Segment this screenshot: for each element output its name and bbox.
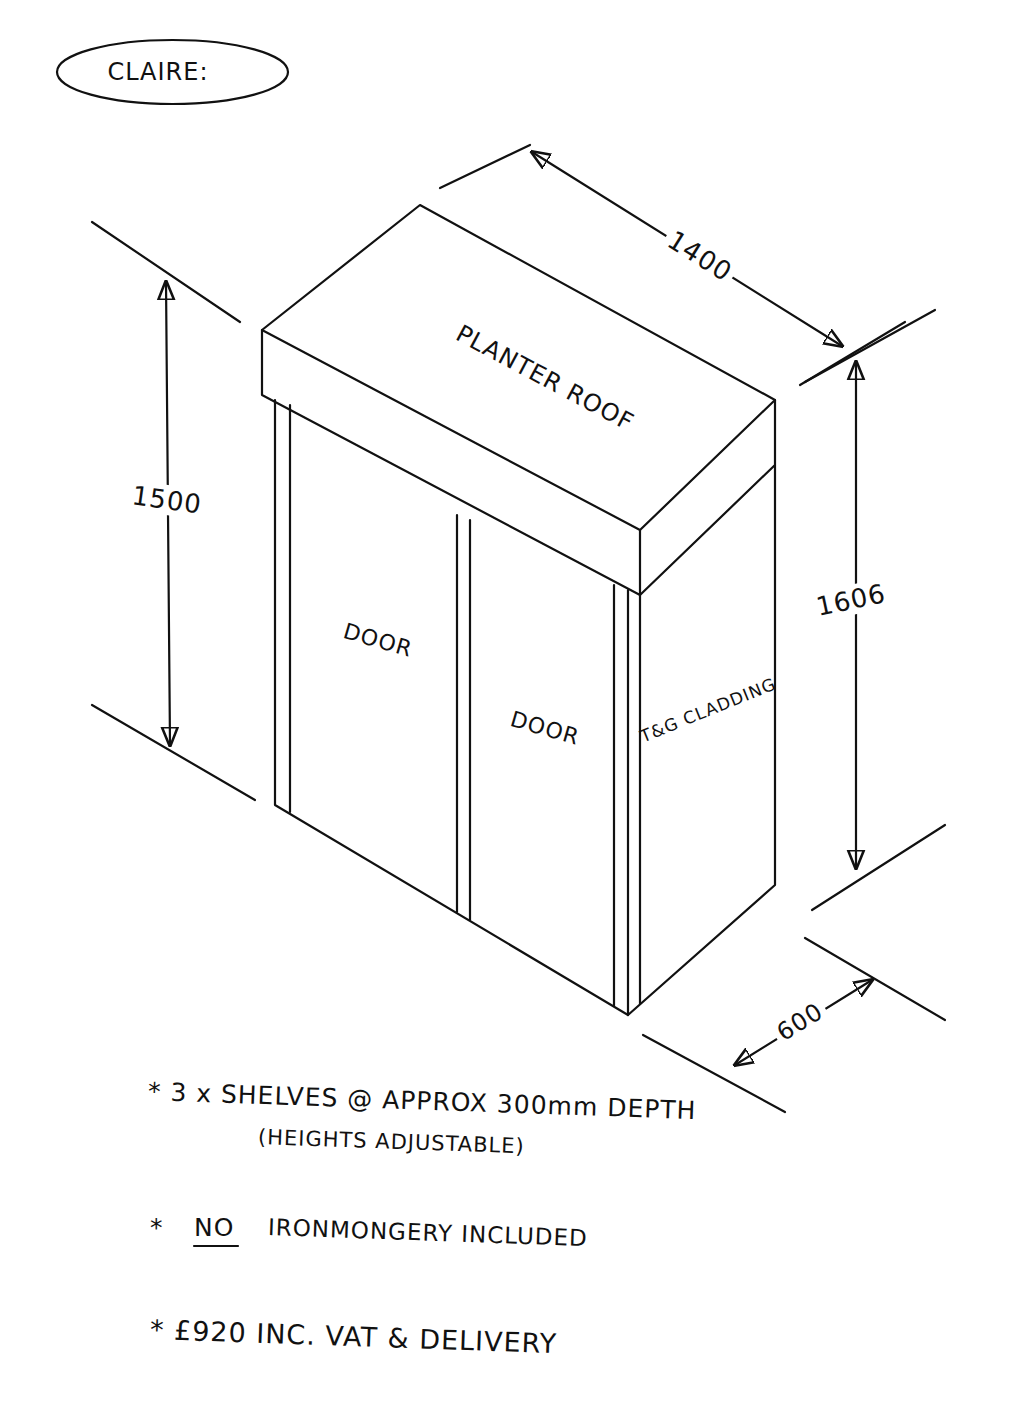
side-frame [639,595,641,1004]
note-text: * 3 x SHELVES @ APPROX 300mm DEPTH [147,1077,696,1125]
roof-top [262,205,775,530]
extension-line [805,310,935,382]
name-text: CLAIRE: [107,58,208,86]
note-text: NO [194,1213,234,1242]
roof-end [640,400,775,595]
note-text: * [150,1213,164,1242]
name-oval: CLAIRE: [55,38,290,106]
door-frame [469,520,471,920]
part-label: 600 [768,995,831,1049]
note-text: * £920 INC. VAT & DELIVERY [149,1314,557,1359]
extension-line [92,705,255,800]
part-label: PLANTER ROOF [451,319,638,436]
note-text: (HEIGHTS ADJUSTABLE) [258,1125,526,1158]
roof-front [262,330,640,595]
part-label: T&G CLADDING [637,674,779,747]
part-label: 1606 [810,577,893,623]
part-label: 1500 [126,480,208,521]
part-label: DOOR [340,618,415,662]
part-label: DOOR [507,706,582,750]
note-text: IRONMONGERY INCLUDED [268,1214,589,1251]
extension-line [440,145,530,188]
part-label: 1400 [659,223,741,290]
door-frame [613,585,615,1006]
door-frame [456,515,458,912]
dimension-line [532,152,842,346]
dimension-line [735,980,872,1065]
door-frame [289,405,291,812]
extension-line [812,825,945,910]
cabinet-front [275,400,628,1015]
dimension-line [855,362,857,868]
underline [194,1245,238,1247]
